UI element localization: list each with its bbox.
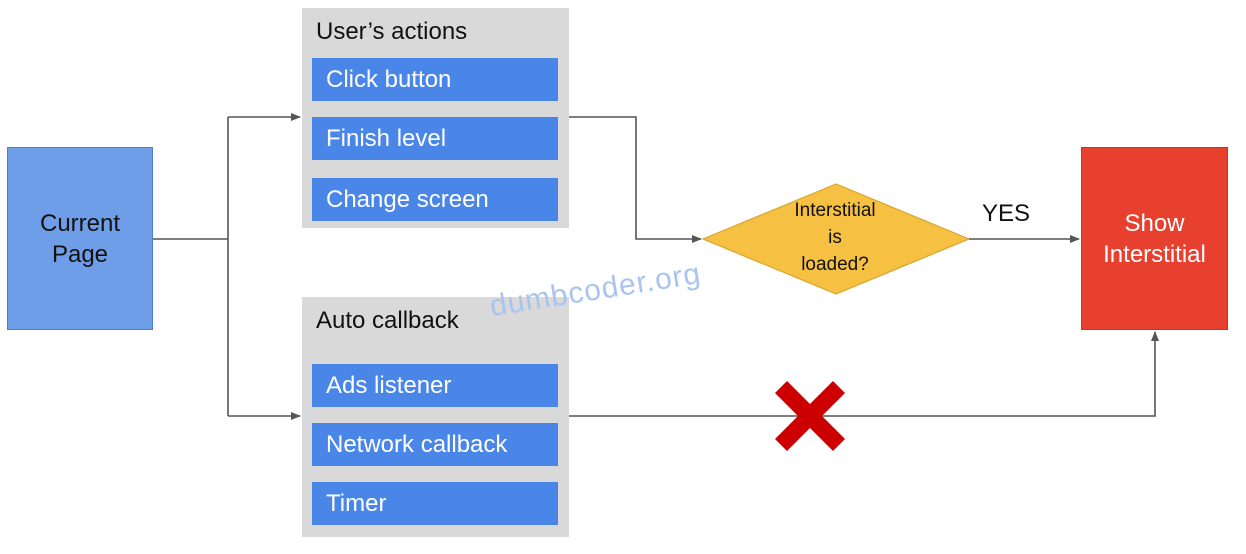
user-action-item: Change screen [312,178,558,221]
user-actions-group: User’s actions Click button Finish level… [302,8,569,228]
auto-callback-group: Auto callback Ads listener Network callb… [302,297,569,537]
user-action-item: Click button [312,58,558,101]
yes-label: YES [982,200,1031,227]
auto-callback-title: Auto callback [316,307,459,334]
arrow-user-actions-to-decision [569,116,702,243]
auto-callback-item: Timer [312,482,558,525]
auto-callback-item: Network callback [312,423,558,466]
decision-label: Interstitial is loaded? [794,200,876,275]
auto-callback-item: Ads listener [312,364,558,407]
red-cross-icon [774,380,846,452]
user-actions-title: User’s actions [316,18,468,45]
arrow-auto-callback-to-show [569,331,1159,417]
show-interstitial-box: Show Interstitial [1081,147,1228,330]
show-interstitial-label: Show Interstitial [1103,209,1206,268]
current-page-box: Current Page [7,147,153,330]
current-page-label: Current Page [39,209,121,268]
user-action-item: Finish level [312,117,558,160]
